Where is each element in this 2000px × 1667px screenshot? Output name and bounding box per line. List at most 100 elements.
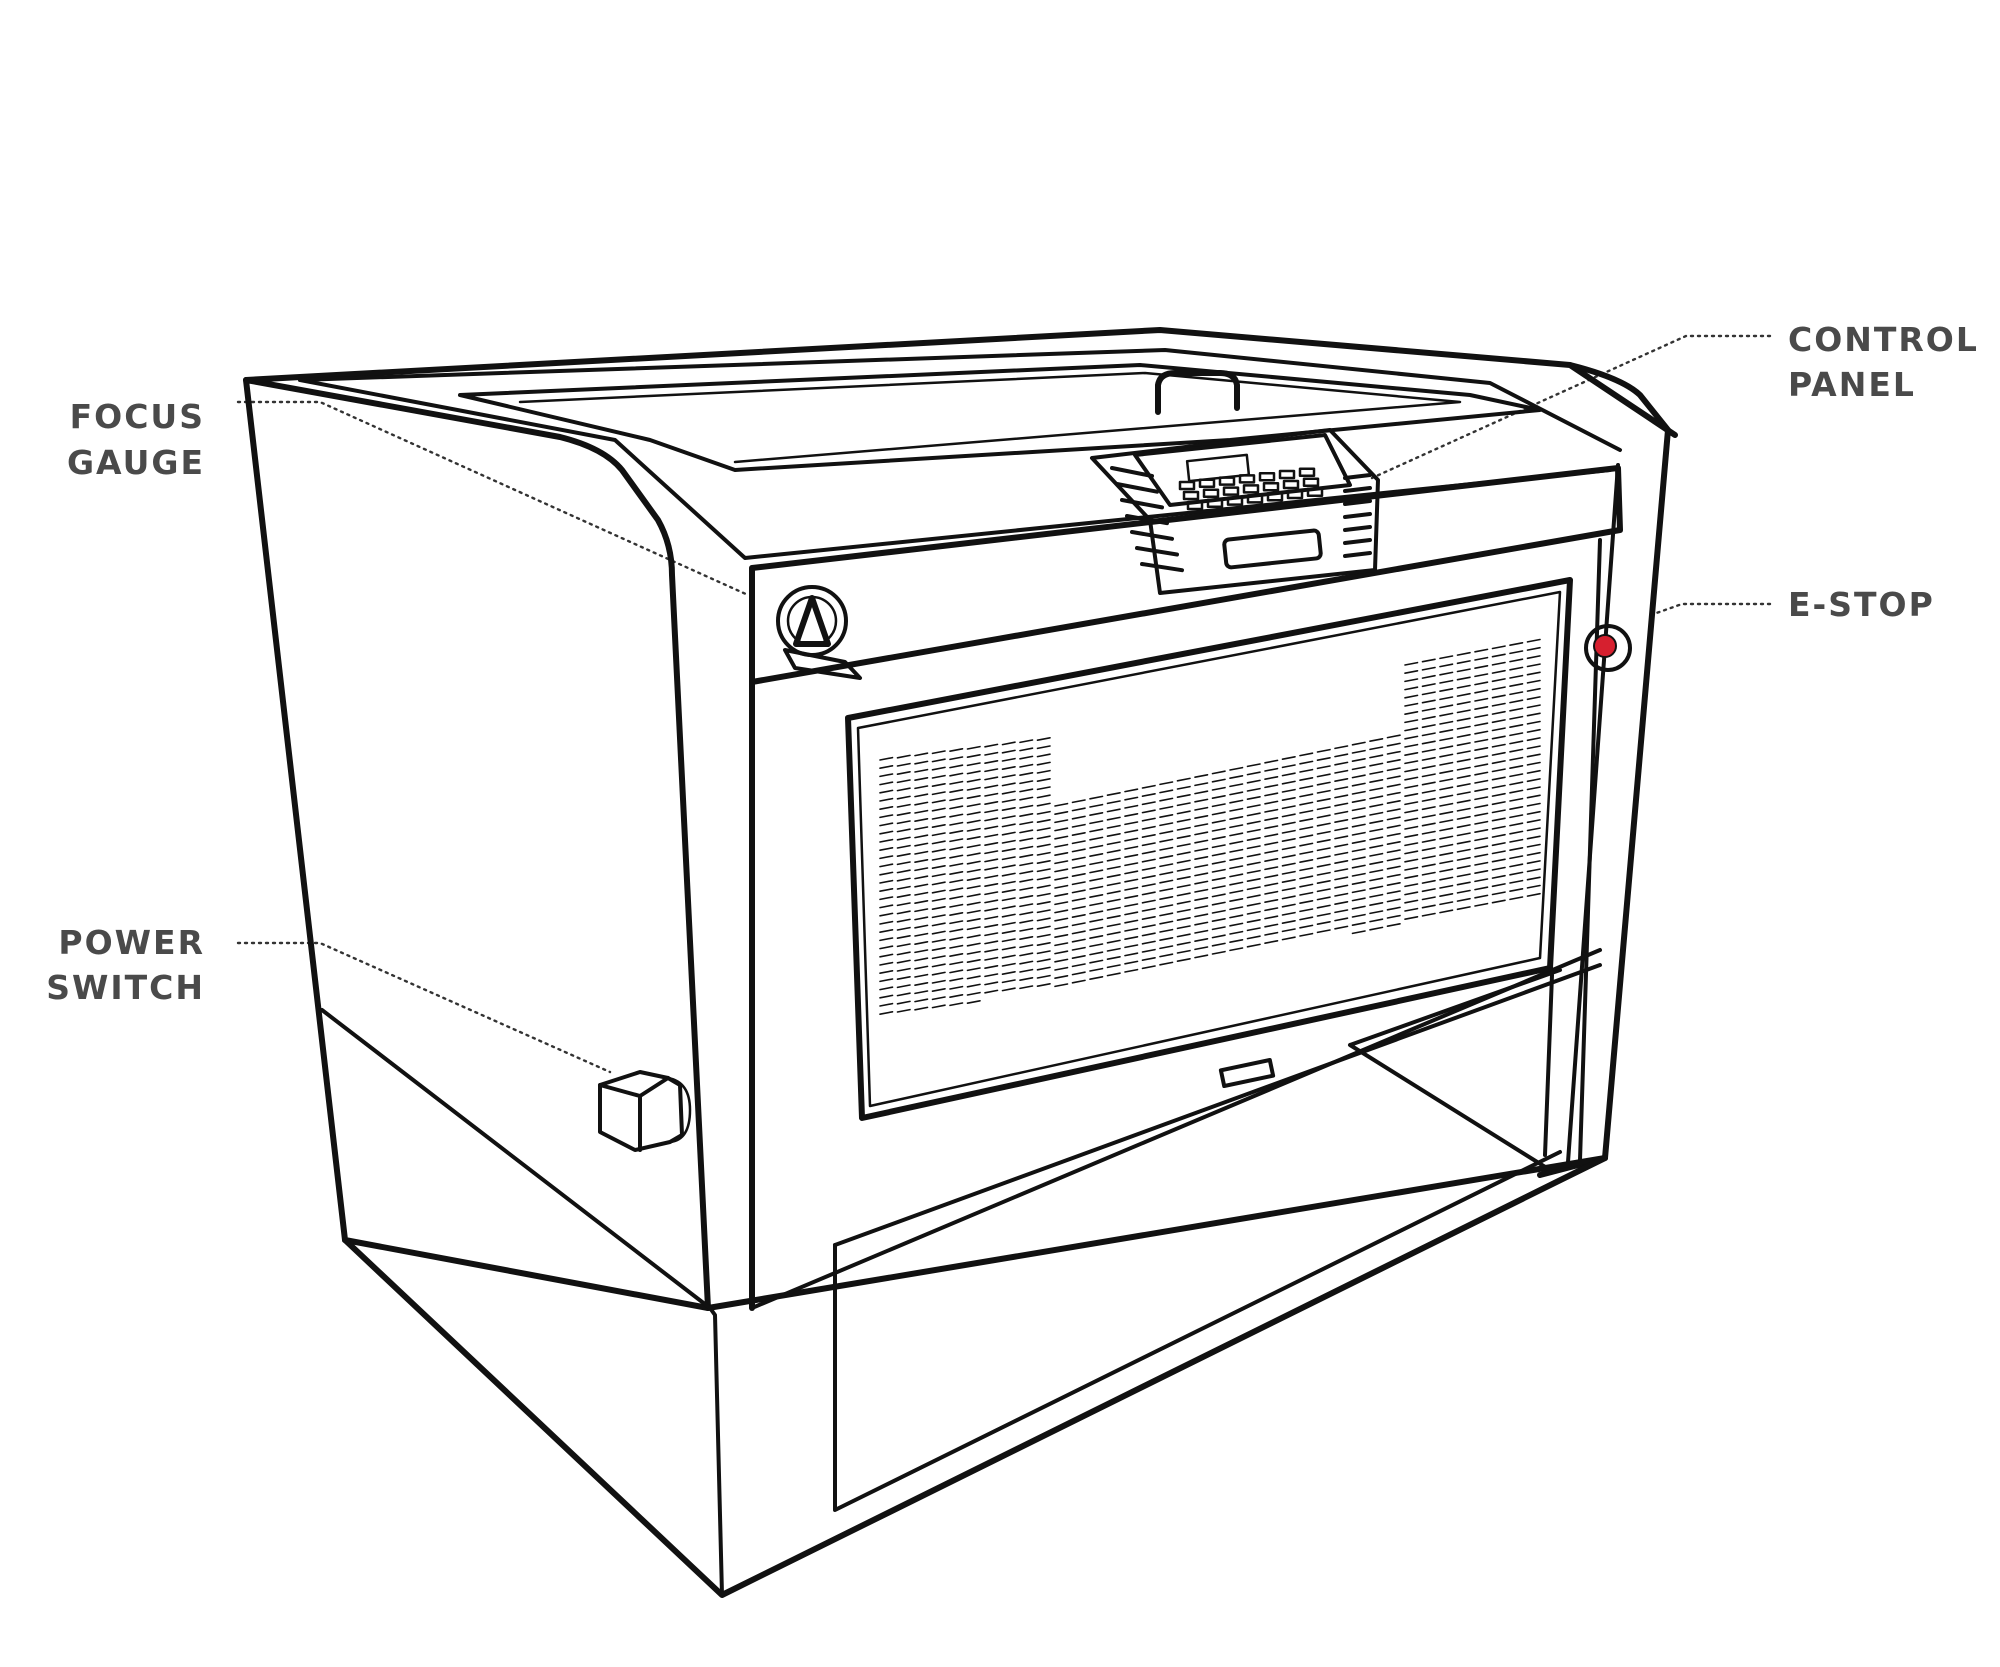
keypad-key[interactable] [1282, 479, 1300, 490]
keypad-key[interactable] [1238, 474, 1256, 484]
vent-slot [1456, 774, 1471, 779]
vent-slot [1176, 859, 1191, 864]
vent-slot [1474, 828, 1489, 834]
vent-slot [1141, 883, 1156, 888]
keypad-key[interactable] [1306, 487, 1324, 498]
vent-slot [1106, 816, 1121, 821]
vent-slot [1386, 775, 1401, 780]
vent-slot [1369, 819, 1384, 825]
vent-slot [879, 797, 894, 802]
vent-slot [1124, 968, 1139, 973]
vent-slot [1526, 761, 1541, 766]
keypad-key[interactable] [1202, 488, 1220, 499]
triangle-in-circle-icon [793, 595, 831, 647]
vent-slot [1001, 798, 1016, 803]
vent-slot [931, 815, 946, 820]
keypad-key[interactable] [1222, 486, 1240, 496]
vent-slot [1421, 715, 1436, 720]
vent-slot [1159, 936, 1174, 942]
vent-slot [1211, 852, 1226, 857]
keypad-key[interactable] [1198, 478, 1216, 489]
vent-slot [1176, 793, 1191, 799]
vent-slot [949, 952, 964, 958]
vent-slot [1229, 774, 1244, 780]
vent-slot [1229, 824, 1244, 829]
control-panel-keypad[interactable] [1178, 467, 1324, 511]
vent-slot [1299, 883, 1314, 888]
vent-slot [1211, 926, 1226, 931]
vent-slot [1474, 820, 1489, 825]
vent-slot [1491, 899, 1506, 904]
keypad-key[interactable] [1262, 481, 1280, 492]
vent-slot [1281, 846, 1296, 851]
keypad-key[interactable] [1298, 467, 1316, 478]
keypad-key[interactable] [1278, 469, 1296, 480]
vent-slot [1456, 889, 1471, 894]
vent-slot [1124, 796, 1139, 801]
vent-slot [1351, 880, 1366, 886]
keypad-key[interactable] [1242, 484, 1260, 494]
vent-slot [1456, 865, 1471, 870]
control-panel[interactable] [1090, 428, 1380, 595]
vent-slot [1194, 905, 1209, 910]
keypad-key[interactable] [1186, 500, 1204, 511]
keypad-key[interactable] [1302, 477, 1320, 488]
vent-slot [1299, 924, 1314, 929]
vent-slot [1404, 719, 1419, 724]
keypad-key[interactable] [1246, 494, 1264, 504]
vent-slot [1194, 913, 1209, 918]
vent-slot [931, 987, 946, 993]
vent-slot [1491, 825, 1506, 830]
vent-slot [1491, 702, 1506, 707]
vent-slot [1439, 663, 1454, 668]
vent-slot [1456, 758, 1471, 763]
control-panel-grip[interactable] [1222, 528, 1323, 570]
vent-slot [1526, 819, 1541, 824]
vent-slot [1019, 739, 1034, 744]
keypad-key[interactable] [1266, 491, 1284, 502]
vent-slot [1334, 851, 1349, 856]
vent-slot [896, 1008, 911, 1013]
lid-handle[interactable] [1155, 370, 1240, 415]
keypad-key[interactable] [1258, 471, 1276, 482]
vent-slot [966, 950, 981, 955]
vent-slot [1526, 843, 1541, 848]
vent-slot [914, 883, 929, 888]
e-stop-button[interactable] [1584, 624, 1632, 672]
power-switch[interactable] [598, 1070, 692, 1152]
keypad-key[interactable] [1178, 480, 1196, 491]
vent-slot [1264, 866, 1279, 871]
keypad-key[interactable] [1206, 498, 1224, 509]
vent-slot [1456, 799, 1471, 804]
vent-slot [1159, 781, 1174, 786]
vent-slot [1421, 896, 1436, 901]
vent-slot [1299, 760, 1314, 765]
vent-slot [984, 907, 999, 912]
vent-slot [1141, 899, 1156, 904]
vent-slot [1246, 894, 1261, 899]
vent-slot [1246, 927, 1261, 932]
vent-slot [931, 930, 946, 935]
vent-slot [931, 848, 946, 853]
keypad-key[interactable] [1182, 490, 1200, 501]
vent-slot [931, 889, 946, 894]
focus-gauge[interactable] [776, 585, 862, 680]
keypad-key[interactable] [1286, 489, 1304, 500]
vent-slot [1404, 809, 1419, 814]
vent-slot [1474, 779, 1489, 784]
vent-slot [1229, 930, 1244, 935]
vent-slot [1264, 841, 1279, 846]
vent-slot [1141, 907, 1156, 912]
vent-slot [1089, 885, 1104, 890]
vent-slot [1176, 900, 1191, 905]
vent-slot [1211, 893, 1226, 898]
vent-slot [966, 983, 981, 988]
vent-slot [1456, 766, 1471, 771]
keypad-key[interactable] [1226, 496, 1244, 506]
vent-slot [1176, 785, 1191, 790]
vent-slot [1106, 865, 1121, 870]
keypad-key[interactable] [1218, 476, 1236, 486]
vent-slot [966, 835, 981, 841]
vent-slot [1526, 737, 1541, 742]
vent-slot [1124, 870, 1139, 875]
